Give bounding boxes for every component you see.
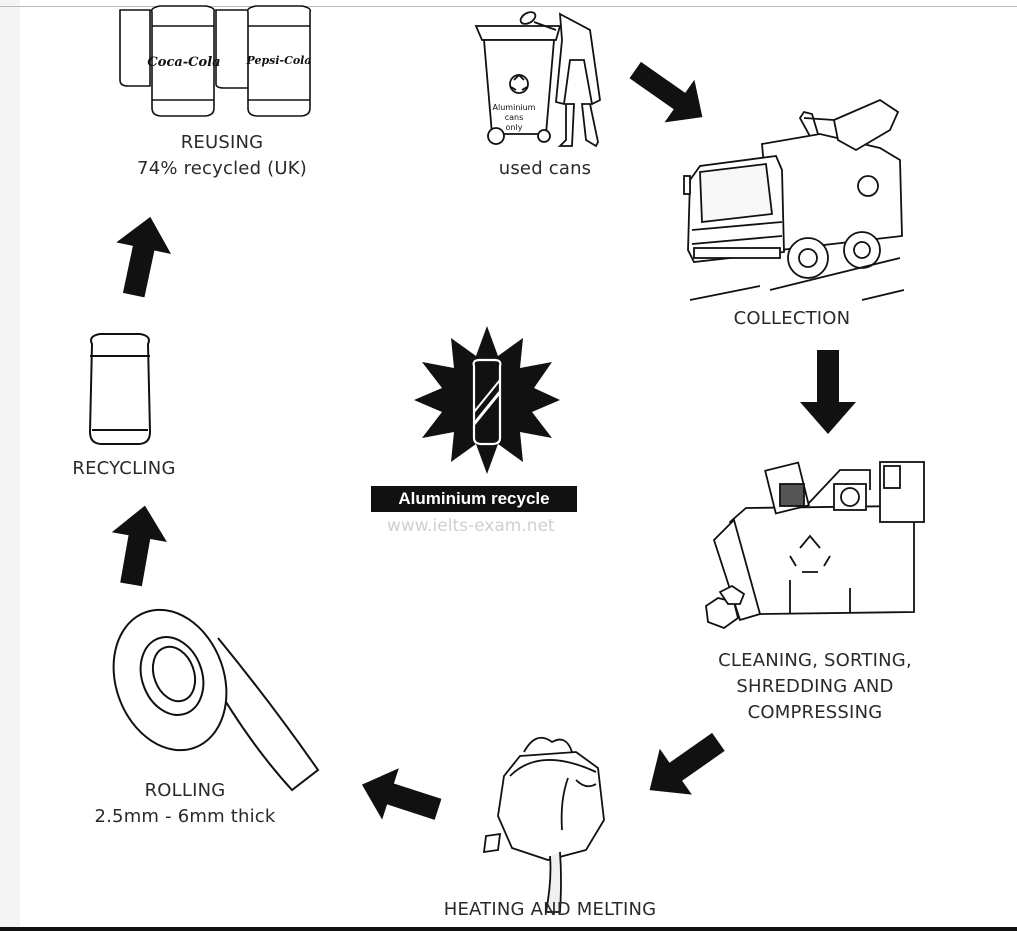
stage-label-used-cans: used cans: [470, 156, 620, 182]
watermark-text: www.ielts-exam.net: [387, 516, 555, 536]
rolling-detail: 2.5mm - 6mm thick: [94, 806, 276, 827]
bottom-border: [0, 927, 1017, 931]
recycling-title: RECYCLING: [72, 458, 176, 479]
stage-label-cleaning: CLEANING, SORTING, SHREDDING AND COMPRES…: [690, 648, 940, 726]
diagram-title: Aluminium recycle: [371, 486, 577, 512]
cleaning-line3: COMPRESSING: [747, 702, 883, 723]
bin-label-line1: Aluminium: [493, 103, 536, 112]
recycled-can-illustration: [88, 333, 152, 445]
used-cans-title: used cans: [498, 158, 592, 179]
central-starburst-logo: [414, 326, 560, 474]
truck-illustration: [683, 98, 905, 301]
arrow-to-cleaning: [800, 350, 856, 434]
arrow-to-reusing: [116, 216, 172, 298]
stage-label-heating: HEATING AND MELTING: [420, 897, 680, 923]
bin-label-line2: cans: [505, 113, 524, 122]
bin-label-line3: only: [506, 123, 523, 132]
arrow-to-recycling: [111, 505, 167, 587]
top-border: [0, 6, 1017, 7]
heating-title: HEATING AND MELTING: [443, 899, 657, 920]
arrow-to-collection: [629, 61, 703, 123]
arrow-to-rolling: [361, 768, 442, 820]
bin-illustration: [474, 25, 562, 145]
machine-illustration: [705, 461, 925, 630]
reusing-cans-illustration: [119, 5, 312, 117]
collection-title: COLLECTION: [733, 308, 851, 329]
roll-illustration: [112, 608, 320, 792]
cleaning-line2: SHREDDING AND: [736, 676, 894, 697]
person-illustration: [519, 11, 601, 148]
rolling-title: ROLLING: [144, 780, 226, 801]
stage-label-collection: COLLECTION: [710, 306, 874, 332]
stage-label-rolling: ROLLING 2.5mm - 6mm thick: [80, 778, 290, 830]
arrow-to-heating: [649, 732, 725, 795]
reusing-title: REUSING: [180, 132, 264, 153]
can-brand-a: Coca-Cola: [147, 55, 220, 70]
cleaning-line1: CLEANING, SORTING,: [718, 650, 912, 671]
stage-label-recycling: RECYCLING: [54, 456, 194, 482]
furnace-illustration: [482, 736, 605, 913]
can-brand-b: Pepsi-Cola: [245, 54, 311, 67]
reusing-detail: 74% recycled (UK): [137, 158, 307, 179]
stage-label-reusing: REUSING 74% recycled (UK): [122, 130, 322, 182]
